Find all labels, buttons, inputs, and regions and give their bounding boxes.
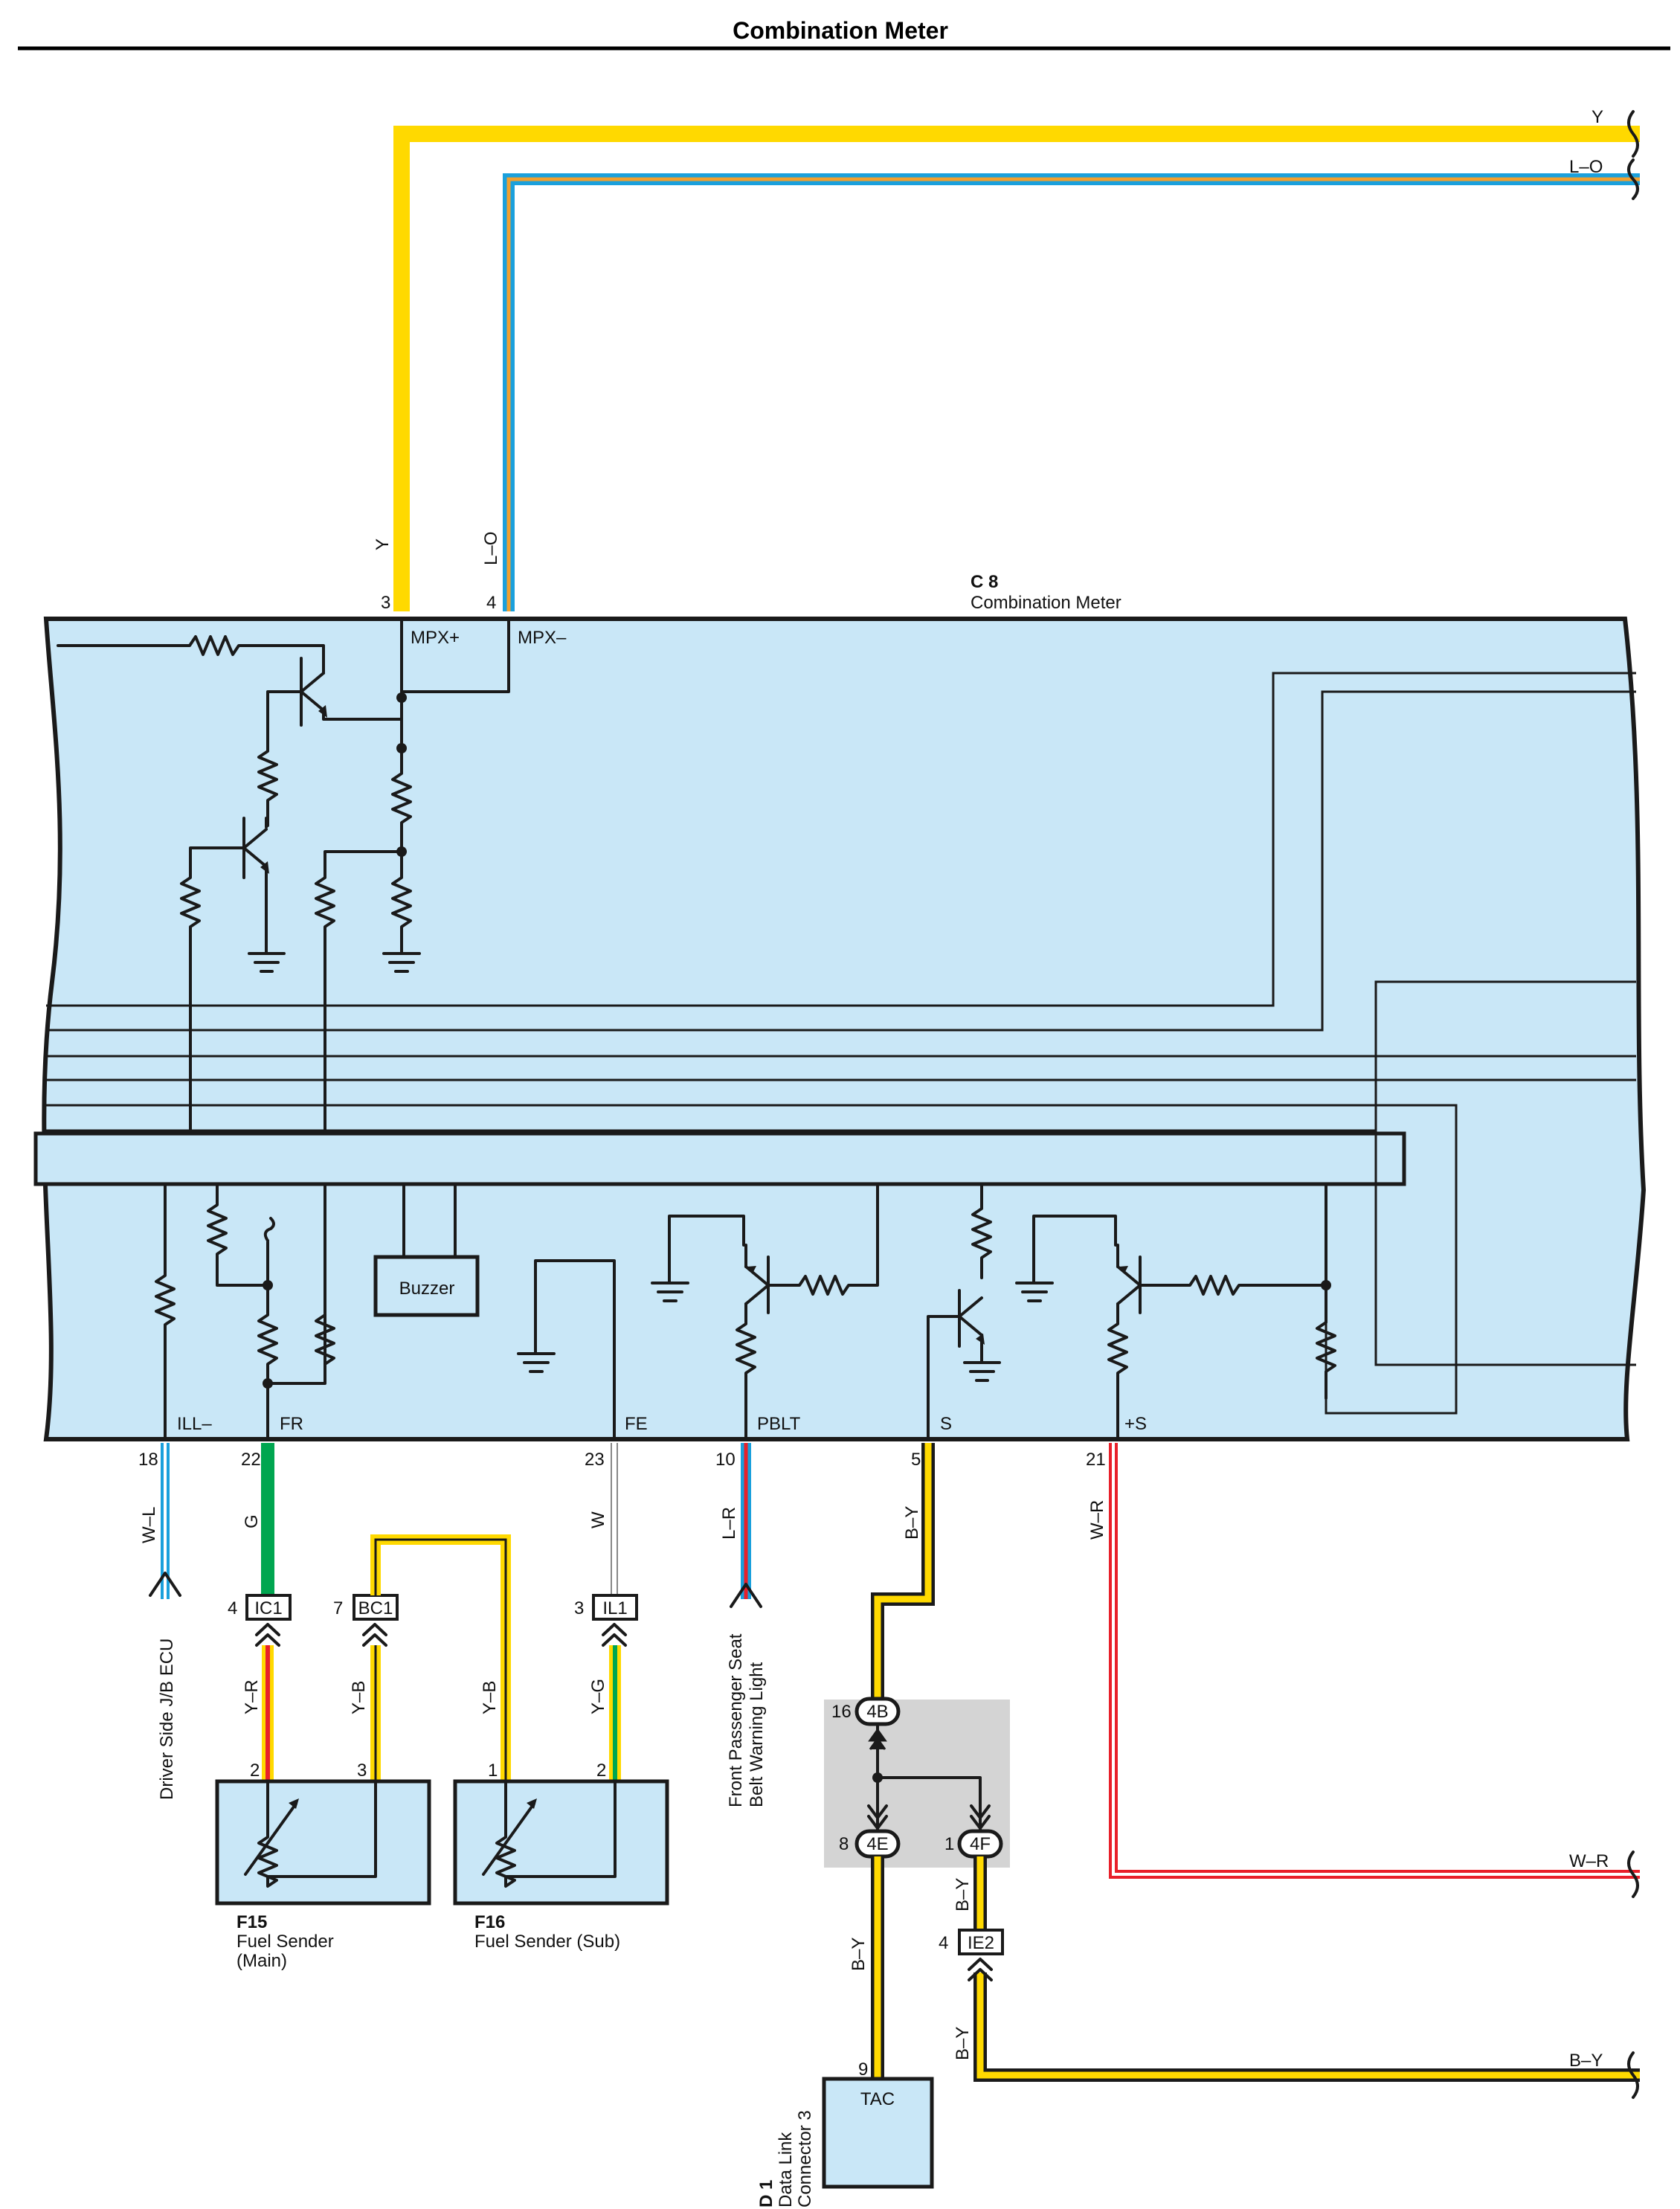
wire-label-yr: Y–R <box>242 1679 262 1714</box>
wire-label-g: G <box>242 1514 262 1528</box>
pin-number-23: 23 <box>585 1450 605 1470</box>
wire-break-icon <box>1627 110 1639 158</box>
junction-4e-pin: 8 <box>839 1834 849 1854</box>
pin-name-s: S <box>940 1414 952 1434</box>
connector-ie2-code: IE2 <box>968 1933 994 1953</box>
wire-label-wl: W–L <box>139 1507 159 1543</box>
connector-il1-code: IL1 <box>602 1598 627 1618</box>
fuel-sender-main <box>215 1779 431 1906</box>
connector-bc1-code: BC1 <box>358 1598 393 1618</box>
connector-ie2-pin: 4 <box>939 1933 948 1953</box>
connector-ie2: IE2 4 <box>939 1929 1004 1981</box>
d1-pin: 9 <box>858 2060 868 2080</box>
wire-label-lo: L–O <box>481 532 501 565</box>
junction-wiring <box>867 1723 991 1833</box>
wire-label-by-ie2-bottom: B–Y <box>953 2027 973 2060</box>
f15-code: F15 <box>236 1912 267 1932</box>
junction-4f: 4F 1 <box>944 1829 1003 1859</box>
pin-name-plus-s: +S <box>1124 1414 1147 1434</box>
wire-label-yb-sub: Y–B <box>480 1681 500 1714</box>
junction-4b: 4B 16 <box>831 1697 901 1726</box>
junction-4e-code: 4E <box>866 1834 888 1854</box>
internal-bus-line <box>1374 1131 1636 1366</box>
d1-line1: Data Link <box>776 2132 796 2208</box>
pin-number-21: 21 <box>1086 1450 1106 1470</box>
junction-4f-code: 4F <box>970 1834 991 1854</box>
wire-label-yb-main: Y–B <box>349 1681 369 1714</box>
pin-number-10: 10 <box>715 1450 736 1470</box>
upper-internal-circuit <box>57 617 510 1132</box>
wire-break-icon <box>1627 158 1639 200</box>
pin-name-fe: FE <box>625 1414 648 1434</box>
junction-4f-pin: 1 <box>944 1834 954 1854</box>
wire-label-y-top: Y <box>1592 107 1603 127</box>
wire-yb-loop <box>370 1534 511 1781</box>
f16-code: F16 <box>474 1912 505 1932</box>
sender-sub-pin-a: 1 <box>488 1761 498 1781</box>
wire-break-icon <box>1627 1851 1639 1898</box>
junction-4b-pin: 16 <box>831 1702 852 1722</box>
pin-name-pblt: PBLT <box>757 1414 801 1434</box>
pin-name-mpx-plus: MPX+ <box>411 628 460 648</box>
sender-sub-pin-b: 2 <box>596 1761 606 1781</box>
f15-line2: (Main) <box>236 1951 287 1971</box>
diagram-title: Combination Meter <box>733 17 948 44</box>
wire-label-y: Y <box>373 538 393 550</box>
wire-label-by-ie2-top: B–Y <box>953 1878 973 1911</box>
fuel-sender-sub <box>453 1779 669 1906</box>
pin-number-4: 4 <box>486 593 496 613</box>
wire-label-by-right: B–Y <box>1569 2051 1603 2071</box>
f16-line1: Fuel Sender (Sub) <box>474 1932 620 1952</box>
wire-label-by: B–Y <box>902 1506 922 1540</box>
pin-name-ill: ILL– <box>177 1414 212 1434</box>
component-name: Combination Meter <box>971 593 1121 613</box>
d1-terminal: TAC <box>860 2089 895 2109</box>
sender-main-pin-b: 3 <box>357 1761 367 1781</box>
connector-ic1-pin: 4 <box>228 1598 237 1618</box>
pin-number-18: 18 <box>138 1450 158 1470</box>
internal-bus-lines <box>46 672 1636 1415</box>
connector-bc1: BC1 7 <box>333 1594 399 1647</box>
connector-il1-pin: 3 <box>574 1598 584 1618</box>
junction-4b-code: 4B <box>866 1702 888 1722</box>
wire-lo-top <box>503 173 1640 611</box>
wire-label-w: W <box>588 1511 608 1528</box>
dest-jb-ecu: Driver Side J/B ECU <box>157 1639 177 1800</box>
wire-y-top <box>393 126 1640 611</box>
lower-internal-circuit <box>155 1183 1336 1441</box>
arrow-up-icon <box>730 1583 762 1608</box>
wire-wr <box>1109 1443 1640 1879</box>
connector-il1: IL1 3 <box>574 1594 638 1647</box>
d1-line2: Connector 3 <box>795 2110 815 2208</box>
wire-label-lr: L–R <box>719 1507 739 1540</box>
wire-label-wr: W–R <box>1087 1500 1107 1540</box>
component-code: C 8 <box>971 572 998 592</box>
f15-line1: Fuel Sender <box>236 1932 334 1952</box>
connector-bc1-pin: 7 <box>333 1598 343 1618</box>
junction-4e: 4E 8 <box>839 1829 901 1859</box>
wire-label-by-d1: B–Y <box>849 1938 869 1971</box>
buzzer-label: Buzzer <box>399 1279 455 1299</box>
sender-main-pin-a: 2 <box>250 1761 260 1781</box>
wire-by-ie2 <box>973 1856 1640 2082</box>
data-link-connector <box>822 2077 934 2189</box>
connector-ic1: IC1 4 <box>228 1594 292 1647</box>
d1-code: D 1 <box>756 2180 776 2208</box>
pin-number-22: 22 <box>241 1450 261 1470</box>
pin-name-mpx-minus: MPX– <box>518 628 567 648</box>
wire-label-wr-right: W–R <box>1569 1851 1609 1871</box>
dest-belt-line1: Front Passenger Seat <box>726 1633 746 1807</box>
pin-number-5: 5 <box>911 1450 921 1470</box>
pin-name-fr: FR <box>280 1414 303 1434</box>
wire-break-icon <box>1627 2051 1639 2099</box>
dest-belt-line2: Belt Warning Light <box>747 1662 767 1807</box>
wire-label-yg: Y–G <box>588 1679 608 1714</box>
pin-number-3: 3 <box>381 593 390 613</box>
wire-by-s <box>871 1443 935 1703</box>
connector-ic1-code: IC1 <box>254 1598 282 1618</box>
arrow-up-icon <box>149 1572 181 1597</box>
wire-label-lo-top: L–O <box>1569 157 1603 177</box>
internal-bus-bar <box>33 1131 1406 1186</box>
